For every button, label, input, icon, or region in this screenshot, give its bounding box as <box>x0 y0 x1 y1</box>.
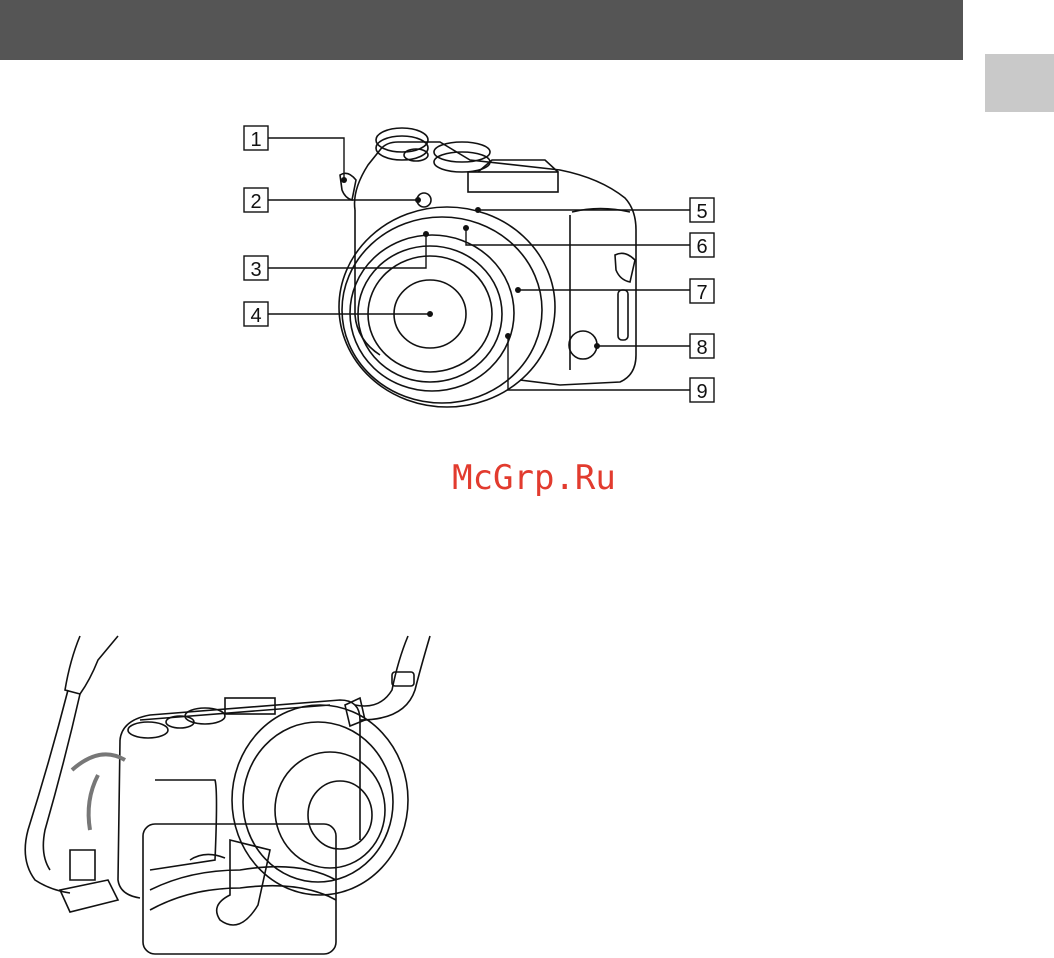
strap-attachment-illustration <box>0 0 1054 958</box>
